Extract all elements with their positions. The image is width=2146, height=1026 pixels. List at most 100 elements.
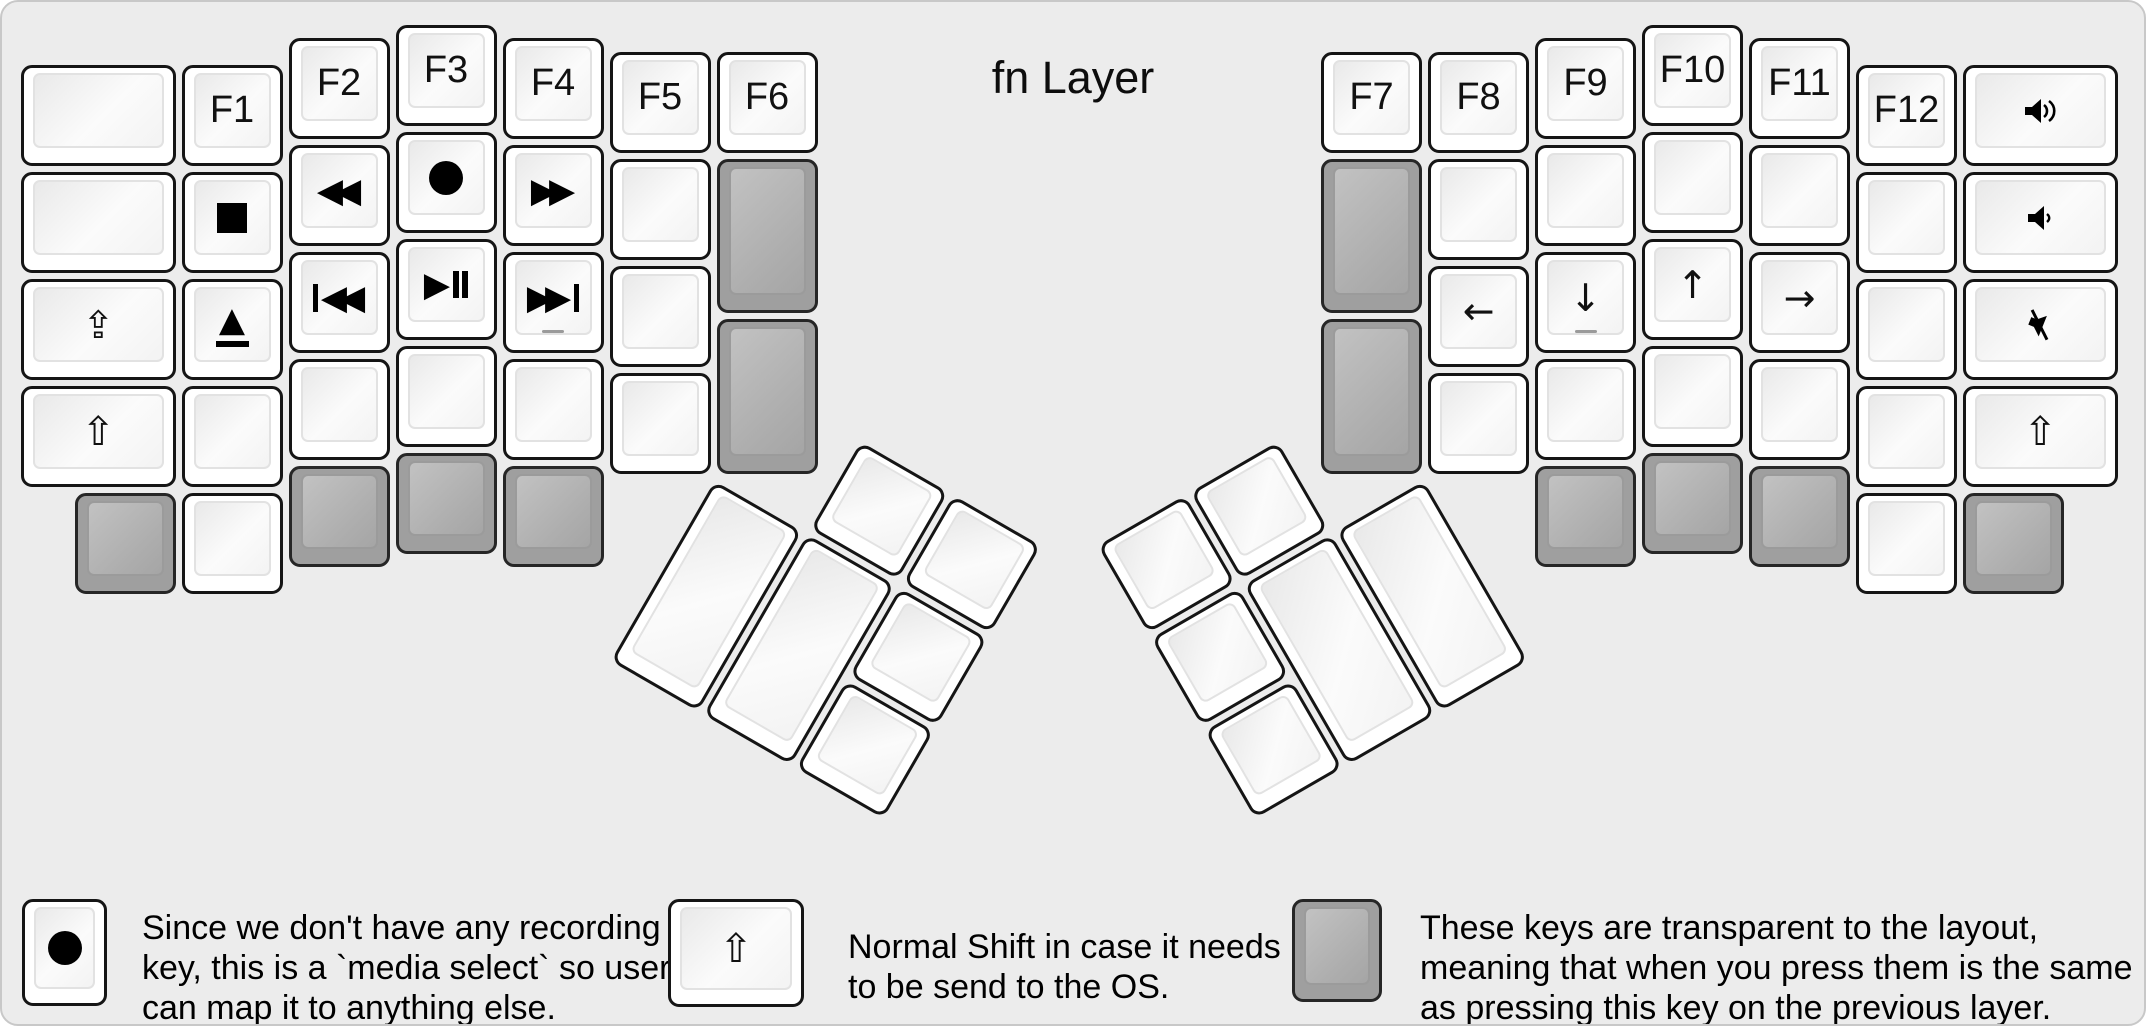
record-key-sample (22, 899, 107, 1006)
key-r-b2-transparent[interactable] (1535, 466, 1636, 568)
key-l-b2-transparent[interactable] (288, 466, 390, 568)
ffwd-icon: ▶▶ (530, 170, 575, 211)
key-l-c5-r1[interactable] (609, 158, 711, 260)
key-l-c2-r1-rewind[interactable]: ◀◀ (288, 145, 390, 247)
volup-icon (2020, 95, 2060, 127)
record-icon (429, 160, 463, 195)
key-l-c1-r0-f1[interactable]: F1 (181, 65, 283, 167)
key-r-c1-r1[interactable] (1428, 158, 1529, 260)
key-l-c0-r3-shift[interactable]: ⇧ (21, 386, 176, 488)
key-r-c4-r2-arrow-right[interactable]: → (1749, 252, 1850, 354)
key-r-c0-r2-transparent[interactable] (1321, 319, 1422, 474)
key-r-c4-r1[interactable] (1749, 145, 1850, 247)
key-r-c6-r0-volume-up[interactable] (1963, 65, 2118, 167)
key-r-b4-transparent[interactable] (1749, 466, 1850, 568)
key-l-c2-r2-prev-track[interactable]: ◀◀ (288, 252, 390, 354)
key-l-c5-r0-f5[interactable]: F5 (609, 51, 711, 153)
key-label: F12 (1873, 89, 1940, 132)
key-l-c0-r1[interactable] (21, 172, 176, 274)
key-l-c1-r3[interactable] (181, 386, 283, 488)
key-l-b0-transparent[interactable] (74, 493, 176, 595)
eject-icon: ▲ (215, 303, 249, 347)
key-l-c5-r2[interactable] (609, 265, 711, 367)
key-r-c2-r2-arrow-down[interactable]: ↓ (1535, 252, 1636, 354)
right-icon: → (1783, 275, 1816, 320)
key-r-c2-r0-f9[interactable]: F9 (1535, 38, 1636, 140)
key-l-c3-r2-play-pause[interactable]: ▶ (395, 239, 497, 340)
key-l-c3-r3[interactable] (395, 346, 497, 447)
key-label: F10 (1659, 49, 1726, 91)
key-label: F6 (744, 75, 790, 118)
shift-icon: ⇧ (719, 925, 753, 972)
stop-icon (217, 202, 247, 233)
key-l-c0-r0[interactable] (21, 65, 176, 167)
key-r-c1-r2-arrow-left[interactable]: ← (1428, 265, 1529, 367)
legend-record-text: Since we don't have any recording key, t… (142, 909, 671, 1026)
key-r-b3-transparent[interactable] (1642, 453, 1743, 554)
key-l-c4-r1-fast-forward[interactable]: ▶▶ (502, 145, 604, 247)
key-l-c6-r0-f6[interactable]: F6 (716, 51, 818, 153)
key-r-c1-r0-f8[interactable]: F8 (1428, 51, 1529, 153)
key-r-c4-r0-f11[interactable]: F11 (1749, 38, 1850, 140)
key-l-c1-r1-stop[interactable] (181, 172, 283, 274)
key-r-c2-r3[interactable] (1535, 359, 1636, 461)
key-label: F11 (1768, 62, 1831, 105)
key-l-c4-r3[interactable] (502, 359, 604, 461)
key-label: F3 (423, 49, 469, 91)
next-icon: ▶▶ (527, 281, 580, 315)
key-l-c0-r2-capslock[interactable]: ⇪ (21, 279, 176, 381)
key-l-c3-r1-record[interactable] (395, 132, 497, 233)
key-l-c6-r2-transparent[interactable] (716, 319, 818, 474)
key-r-c6-r3-shift[interactable]: ⇧ (1963, 386, 2118, 488)
key-r-c3-r3[interactable] (1642, 346, 1743, 447)
key-label: F9 (1563, 62, 1608, 105)
key-label: F7 (1349, 75, 1394, 118)
mute-icon (2022, 308, 2058, 342)
key-l-b3-transparent[interactable] (395, 453, 497, 554)
key-l-c2-r0-f2[interactable]: F2 (288, 38, 390, 140)
key-r-c5-r3[interactable] (1856, 386, 1957, 488)
key-l-b4-transparent[interactable] (502, 466, 604, 568)
key-l-b1[interactable] (181, 493, 283, 595)
rewind-icon: ◀◀ (316, 170, 361, 211)
key-r-c3-r1[interactable] (1642, 132, 1743, 233)
key-l-c5-r3[interactable] (609, 372, 711, 474)
shift-key-sample: ⇧ (668, 899, 804, 1007)
key-r-c3-r2-arrow-up[interactable]: ↑ (1642, 239, 1743, 340)
key-r-c0-r1-transparent[interactable] (1321, 158, 1422, 314)
key-label: F5 (637, 75, 683, 118)
key-l-c6-r1-transparent[interactable] (716, 158, 818, 314)
legend-transparent-text: These keys are transparent to the layout… (1420, 909, 2133, 1026)
key-r-c5-r0-f12[interactable]: F12 (1856, 65, 1957, 167)
up-icon: ↑ (1676, 262, 1709, 307)
left-icon: ← (1462, 289, 1495, 334)
key-r-c1-r3[interactable] (1428, 372, 1529, 474)
key-r-b5[interactable] (1856, 493, 1957, 595)
key-l-c1-r2-eject[interactable]: ▲ (181, 279, 283, 381)
key-r-c3-r0-f10[interactable]: F10 (1642, 25, 1743, 126)
key-r-c0-r0-f7[interactable]: F7 (1321, 51, 1422, 153)
key-r-c4-r3[interactable] (1749, 359, 1850, 461)
voldown-icon (2023, 202, 2057, 234)
prev-icon: ◀◀ (312, 281, 365, 315)
key-r-c6-r1-volume-down[interactable] (1963, 172, 2118, 274)
key-l-c4-r2-next-track[interactable]: ▶▶ (502, 252, 604, 354)
caps-icon: ⇪ (82, 302, 115, 347)
key-r-c5-r1[interactable] (1856, 172, 1957, 274)
key-l-c4-r0-f4[interactable]: F4 (502, 38, 604, 140)
playpause-icon: ▶ (424, 268, 469, 302)
transparent-key-sample (1292, 899, 1382, 1002)
key-l-c2-r3[interactable] (288, 359, 390, 461)
key-r-c6-r2-mute[interactable] (1963, 279, 2118, 381)
shift-icon: ⇧ (81, 408, 115, 455)
layer-title: fn Layer (991, 52, 1155, 103)
shift-icon: ⇧ (2023, 408, 2057, 455)
key-label: F8 (1456, 75, 1501, 118)
legend-shift-text: Normal Shift in case it needs to be send… (848, 928, 1281, 1006)
key-l-c3-r0-f3[interactable]: F3 (395, 25, 497, 126)
key-r-c2-r1[interactable] (1535, 145, 1636, 247)
key-r-c5-r2[interactable] (1856, 279, 1957, 381)
key-label: F2 (316, 62, 362, 105)
key-r-b6-transparent[interactable] (1963, 493, 2064, 595)
